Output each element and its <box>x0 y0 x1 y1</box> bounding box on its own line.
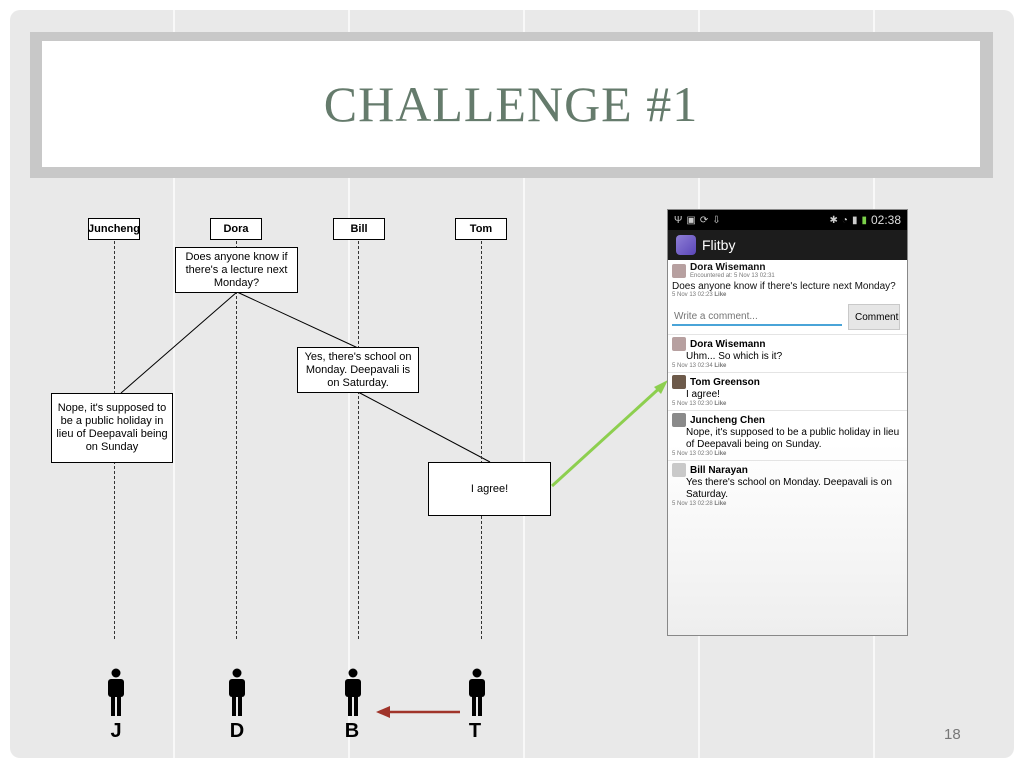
avatar[interactable] <box>672 413 686 427</box>
battery-icon: ▮ <box>861 214 867 226</box>
background-stripe <box>523 10 525 758</box>
connector-dora-bill <box>236 291 359 349</box>
participant-dora: Dora <box>210 218 262 240</box>
comment-author[interactable]: Juncheng Chen <box>690 414 766 426</box>
phone-screenshot: Ψ ▣ ⟳ ⇩ ✱ ◔ ▮ ▮ 02:38 Flitby Dora Wisema… <box>667 209 908 636</box>
background-stripe <box>173 10 175 758</box>
title-frame: CHALLENGE #1 <box>30 32 993 178</box>
comment-timestamp: 5 Nov 13 02:28 <box>672 501 713 507</box>
status-bar: Ψ ▣ ⟳ ⇩ ✱ ◔ ▮ ▮ 02:38 <box>668 210 907 230</box>
usb-icon: Ψ <box>674 214 683 226</box>
initial-t: T <box>468 720 482 742</box>
list-item: Juncheng Chen Nope, it's supposed to be … <box>668 410 907 460</box>
like-link[interactable]: Like <box>714 292 727 298</box>
list-item: Tom Greenson I agree! 5 Nov 13 02:30 Lik… <box>668 372 907 410</box>
comment-text: I agree! <box>686 389 720 400</box>
lifeline-dora <box>236 241 237 639</box>
initial-b: B <box>344 720 360 742</box>
slide-title: CHALLENGE #1 <box>323 76 699 132</box>
person-icon <box>345 668 361 716</box>
connector-dora-juncheng <box>120 291 238 394</box>
avatar[interactable] <box>672 263 686 278</box>
comment-timestamp: 5 Nov 13 02:30 <box>672 401 713 407</box>
comment-author[interactable]: Tom Greenson <box>690 376 760 388</box>
avatar[interactable] <box>672 463 686 477</box>
image-icon: ▣ <box>686 214 696 226</box>
message-dora-question: Does anyone know if there's a lecture ne… <box>175 247 298 293</box>
message-tom-reply: I agree! <box>428 462 551 516</box>
avatar[interactable] <box>672 375 686 389</box>
comment-timestamp: 5 Nov 13 02:34 <box>672 363 713 369</box>
notification-icons: Ψ ▣ ⟳ ⇩ <box>674 215 721 226</box>
flitby-logo-icon[interactable] <box>676 235 696 255</box>
main-post: Dora Wisemann Encountered at: 5 Nov 13 0… <box>668 260 907 300</box>
app-title: Flitby <box>702 237 736 253</box>
app-bar: Flitby <box>668 230 907 260</box>
comment-input[interactable] <box>672 308 842 326</box>
initial-j: J <box>110 720 122 742</box>
comment-author[interactable]: Dora Wisemann <box>690 338 766 350</box>
comment-timestamp: 5 Nov 13 02:30 <box>672 451 713 457</box>
title-panel: CHALLENGE #1 <box>42 41 980 167</box>
comment-text: Yes there's school on Monday. Deepavali … <box>686 477 892 500</box>
system-icons: ✱ ◔ ▮ ▮ 02:38 <box>830 213 902 227</box>
comment-button[interactable]: Comment <box>848 304 900 330</box>
comment-author[interactable]: Bill Narayan <box>690 464 748 476</box>
person-icon <box>469 668 485 716</box>
message-bill-reply: Yes, there's school on Monday. Deepavali… <box>297 347 419 393</box>
list-item: Dora Wisemann Uhm... So which is it? 5 N… <box>668 334 907 372</box>
initial-d: D <box>229 720 245 742</box>
lifeline-tom <box>481 241 482 639</box>
comment-text: Nope, it's supposed to be a public holid… <box>686 427 900 450</box>
bluetooth-icon: ✱ <box>829 214 838 226</box>
like-link[interactable]: Like <box>714 401 727 407</box>
green-arrow-line <box>550 382 666 488</box>
green-arrow-head <box>654 380 668 394</box>
like-link[interactable]: Like <box>714 501 727 507</box>
signal-icon: ▮ <box>851 214 858 226</box>
like-link[interactable]: Like <box>714 363 727 369</box>
encountered-date: 5 Nov 13 02:31 <box>734 273 775 279</box>
post-author[interactable]: Dora Wisemann <box>690 262 766 273</box>
person-icon <box>229 668 245 716</box>
message-juncheng-reply: Nope, it's supposed to be a public holid… <box>51 393 173 463</box>
participant-tom: Tom <box>455 218 507 240</box>
post-text: Does anyone know if there's lecture next… <box>672 281 896 292</box>
page-number: 18 <box>944 726 961 743</box>
lifeline-bill <box>358 241 359 639</box>
person-icon <box>108 668 124 716</box>
encountered-label: Encountered at: <box>690 273 733 279</box>
red-arrow-head <box>376 706 390 718</box>
comment-composer: Comment <box>668 300 907 334</box>
post-timestamp: 5 Nov 13 02:23 <box>672 292 713 298</box>
like-link[interactable]: Like <box>714 451 727 457</box>
sync-icon: ⟳ <box>699 214 709 226</box>
list-item: Bill Narayan Yes there's school on Monda… <box>668 460 907 510</box>
participant-bill: Bill <box>333 218 385 240</box>
wifi-icon: ◔ <box>841 214 848 226</box>
comment-text: Uhm... So which is it? <box>686 351 783 362</box>
participant-juncheng: Juncheng <box>88 218 140 240</box>
download-icon: ⇩ <box>712 214 721 226</box>
connector-bill-tom <box>357 391 491 463</box>
status-time: 02:38 <box>870 213 901 227</box>
avatar[interactable] <box>672 337 686 351</box>
